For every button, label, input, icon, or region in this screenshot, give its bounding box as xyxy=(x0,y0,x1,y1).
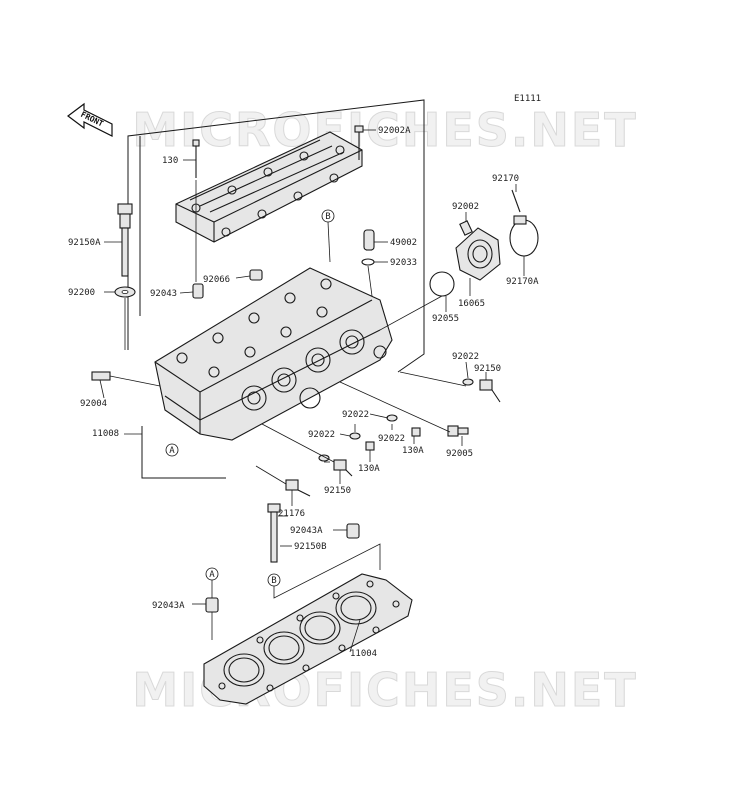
bolt-92002-icon xyxy=(459,220,473,236)
clamp-92170A-icon xyxy=(509,215,539,257)
label-92033: 92033 xyxy=(390,258,417,268)
label-92022-mid2: 92022 xyxy=(378,434,405,444)
label-92150-mid: 92150 xyxy=(324,486,351,496)
svg-text:A: A xyxy=(169,446,175,456)
label-92002A: 92002A xyxy=(378,126,411,136)
bolt-92170-icon xyxy=(511,189,521,213)
sensor-21176-icon xyxy=(285,479,311,497)
sensor-92150-right-icon xyxy=(479,379,501,403)
clip-92033-icon xyxy=(361,258,375,266)
bolt-130-icon xyxy=(192,139,200,178)
svg-text:B: B xyxy=(271,576,276,586)
label-92170: 92170 xyxy=(492,174,519,184)
washer-92022-mid-icon xyxy=(386,414,398,422)
holder-16065-icon xyxy=(455,227,501,281)
svg-text:A: A xyxy=(209,570,215,580)
label-92004: 92004 xyxy=(80,399,107,409)
svg-text:B: B xyxy=(325,212,330,222)
label-11008: 11008 xyxy=(92,429,119,439)
pin-49002-icon xyxy=(363,229,375,251)
washer-92022-left-icon xyxy=(318,454,330,462)
label-11004: 11004 xyxy=(350,649,377,659)
part-labels: 92002A 130 92150A 92200 92066 92043 4900… xyxy=(68,126,539,659)
label-92200: 92200 xyxy=(68,288,95,298)
callout-b-upper: B xyxy=(321,209,335,263)
label-92022-right: 92022 xyxy=(452,352,479,362)
callout-a-lower: A xyxy=(205,567,219,640)
callout-a-upper: A xyxy=(165,443,179,457)
grommet-92066-icon xyxy=(249,269,263,281)
diagram-id: E1111 xyxy=(514,94,541,104)
label-130: 130 xyxy=(162,156,178,166)
front-arrow-icon: FRONT xyxy=(67,102,113,137)
dowel-92043A-left-icon xyxy=(205,597,219,613)
label-92066: 92066 xyxy=(203,275,230,285)
sensor-92150-mid-icon xyxy=(333,459,353,477)
label-92043A-left: 92043A xyxy=(152,601,185,611)
cylinder-head xyxy=(154,267,393,441)
label-92022-mid: 92022 xyxy=(342,410,369,420)
bolt-130A-mid-icon xyxy=(365,441,375,451)
leader-lines xyxy=(99,129,525,506)
head-gasket-11004 xyxy=(203,573,413,705)
cylinder-head-cover xyxy=(175,131,363,243)
bolt-130A-right-icon xyxy=(411,427,421,437)
washer-92022-mid2-icon xyxy=(349,432,361,440)
bolt-92150A-icon xyxy=(117,203,133,277)
label-92043: 92043 xyxy=(150,289,177,299)
label-16065: 16065 xyxy=(458,299,485,309)
label-92150-right: 92150 xyxy=(474,364,501,374)
frame-lines xyxy=(127,99,425,479)
label-92055: 92055 xyxy=(432,314,459,324)
label-92170A: 92170A xyxy=(506,277,539,287)
dowel-92043-icon xyxy=(192,283,204,299)
label-130A-mid: 130A xyxy=(358,464,380,474)
label-21176: 21176 xyxy=(278,509,305,519)
lower-leader-lines xyxy=(192,515,361,653)
label-49002: 49002 xyxy=(390,238,417,248)
callout-b-lower: B xyxy=(267,543,381,599)
label-92005: 92005 xyxy=(446,449,473,459)
washer-92200-icon xyxy=(114,286,136,298)
bolt-92150B-icon xyxy=(267,503,281,563)
label-92150B: 92150B xyxy=(294,542,327,552)
stud-92004-icon xyxy=(91,371,161,387)
label-92002: 92002 xyxy=(452,202,479,212)
plug-92005-icon xyxy=(447,425,469,437)
dowel-92043A-top-icon xyxy=(346,523,360,539)
label-92150A: 92150A xyxy=(68,238,101,248)
bolt-92002A-icon xyxy=(354,125,364,160)
oring-92055-icon xyxy=(429,271,455,297)
watermark-top: MICROFICHES.NET xyxy=(132,103,637,157)
washer-92022-right-icon xyxy=(462,378,474,386)
label-130A-right: 130A xyxy=(402,446,424,456)
label-92022-left: 92022 xyxy=(308,430,335,440)
label-92043A-top: 92043A xyxy=(290,526,323,536)
